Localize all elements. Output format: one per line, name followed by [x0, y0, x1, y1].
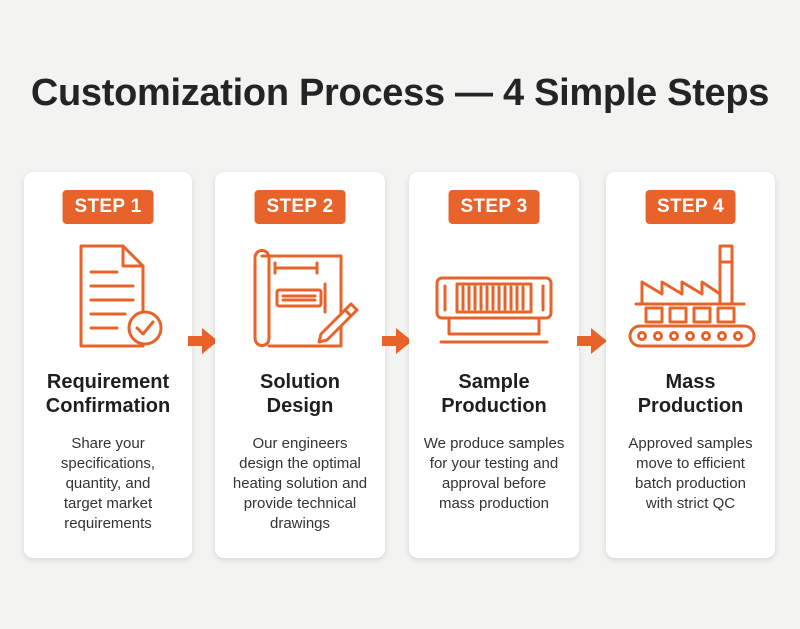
document-check-icon — [33, 242, 183, 357]
step-title: Sample Production — [441, 371, 547, 417]
step-description: Share your specifications, quantity, and… — [60, 435, 156, 532]
step-title: Mass Production — [637, 371, 744, 417]
step-badge: STEP 1 — [62, 190, 154, 224]
blueprint-pencil-icon — [225, 242, 375, 357]
step-description: We produce samples for your testing and … — [423, 435, 565, 512]
arrow-right-icon — [575, 326, 609, 356]
step-title: Requirement Confirmation — [45, 371, 171, 417]
step-card-3: STEP 3 Sample Production We produce samp… — [409, 172, 579, 558]
arrow-right-icon — [380, 326, 414, 356]
step-title: Solution Design — [260, 371, 340, 417]
step-card-4: STEP 4 Mass Production Approved samples … — [606, 172, 775, 558]
step-card-2: STEP 2 Solution Design Our engineers des… — [215, 172, 385, 558]
step-badge: STEP 2 — [254, 190, 346, 224]
heater-icon — [419, 242, 569, 357]
step-badge: STEP 4 — [645, 190, 736, 224]
arrow-right-icon — [186, 326, 220, 356]
step-description: Our engineers design the optimal heating… — [232, 435, 368, 532]
step-description: Approved samples move to efficient batch… — [628, 435, 753, 512]
step-card-1: STEP 1 Requirement Confirmation Share yo… — [24, 172, 192, 558]
page-title: Customization Process — 4 Simple Steps — [30, 72, 770, 114]
step-badge: STEP 3 — [448, 190, 540, 224]
factory-conveyor-icon — [616, 242, 766, 357]
